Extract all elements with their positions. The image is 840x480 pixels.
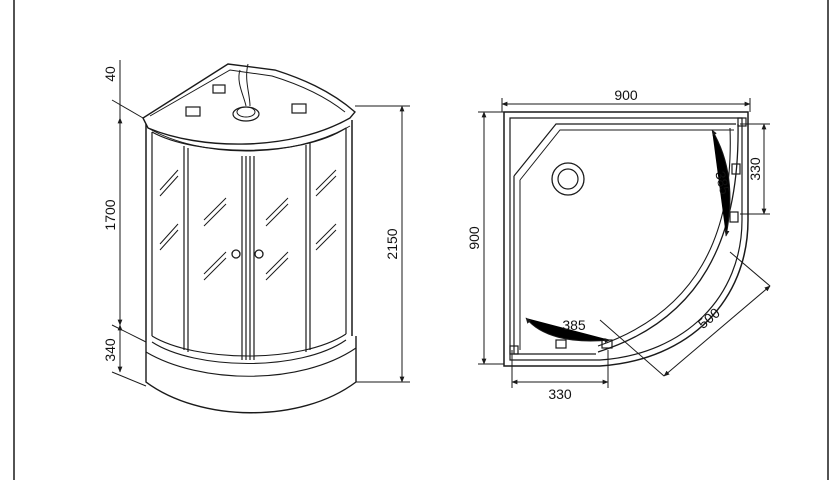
roof-vent-right — [291, 103, 307, 114]
sliding-door-arc-outer — [597, 123, 739, 353]
right-side-panel — [305, 128, 347, 352]
dim-label-arc-385-bottom: 385 — [562, 317, 586, 333]
dim-label-width-900: 900 — [614, 87, 638, 103]
drain-outer — [551, 162, 585, 196]
dim-label-2150: 2150 — [384, 228, 400, 259]
left-door — [241, 156, 247, 360]
dim-label-40: 40 — [102, 66, 118, 82]
door-handle-left — [231, 249, 241, 259]
front-dimensions — [111, 60, 410, 387]
left-side-panel — [151, 132, 189, 352]
glass-reflection-marks — [159, 169, 337, 281]
dim-label-depth-900: 900 — [466, 226, 482, 250]
dim-label-side-330: 330 — [747, 157, 763, 181]
right-door — [249, 156, 255, 360]
dim-label-340: 340 — [102, 338, 118, 362]
dim-label-1700: 1700 — [102, 199, 118, 230]
front-view-shower-cabin — [142, 63, 357, 414]
plan-dimensions — [478, 98, 771, 388]
rain-shower-head — [232, 106, 260, 122]
dim-label-bottom-330: 330 — [548, 386, 572, 402]
drain-inner — [557, 168, 579, 190]
roof-vent-left — [185, 106, 201, 117]
shower-tray — [145, 336, 357, 414]
page-border — [13, 0, 829, 480]
dim-label-arc-385-side: 385 — [712, 170, 733, 197]
door-handle-right — [254, 249, 264, 259]
cabin-roof — [142, 63, 356, 145]
